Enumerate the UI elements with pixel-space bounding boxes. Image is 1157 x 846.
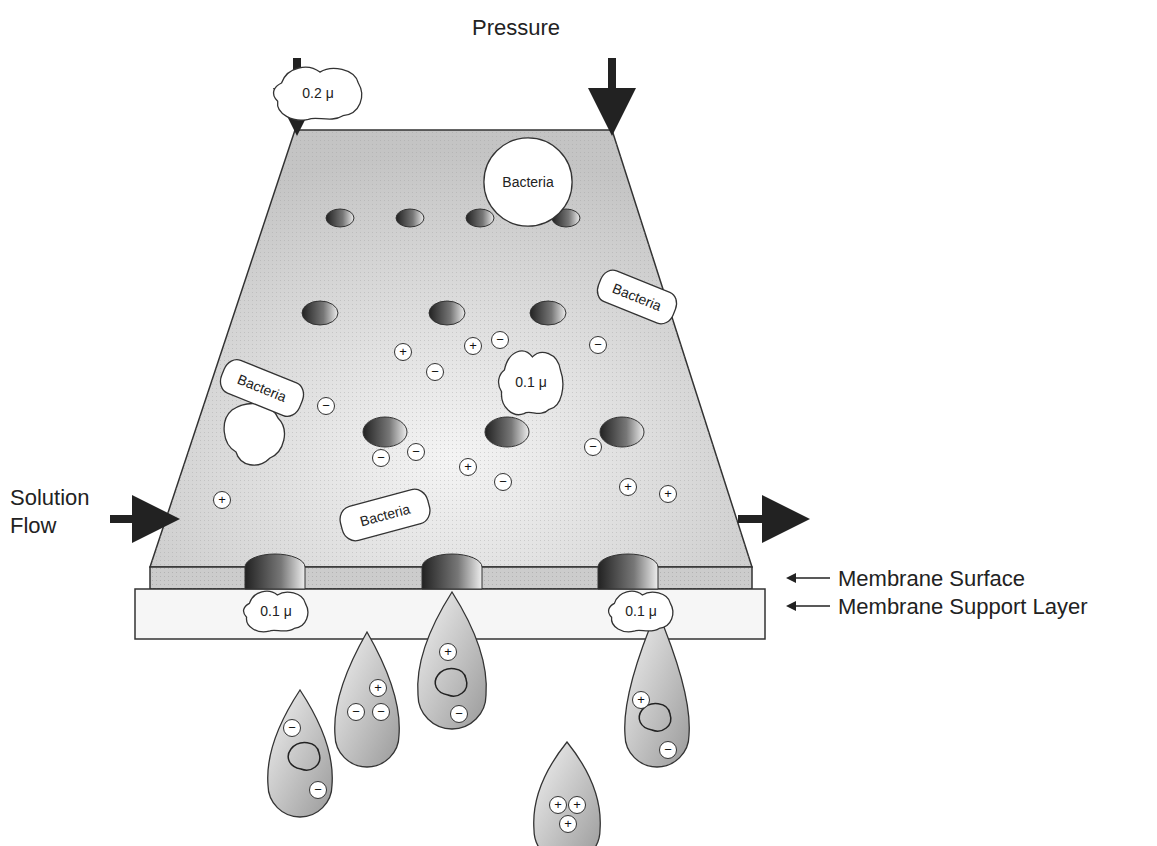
bacteria-shape: Bacteria xyxy=(215,355,308,421)
pill-outline xyxy=(594,267,681,328)
caption-label: Pressure xyxy=(472,14,560,42)
ion-charge: + xyxy=(619,478,637,496)
ion-charge: − xyxy=(589,336,607,354)
water-drop xyxy=(268,690,333,817)
ion-charge: − xyxy=(372,703,390,721)
ion-charge: − xyxy=(407,443,425,461)
blob-outline xyxy=(609,591,673,632)
water-drop xyxy=(418,592,487,729)
water-drop xyxy=(534,742,601,846)
blob-outline xyxy=(499,351,563,415)
ion-charge: + xyxy=(213,491,231,509)
ion-charge: − xyxy=(491,331,509,349)
water-drop xyxy=(335,632,400,767)
pill-outline xyxy=(337,486,433,543)
particle-shape: 0.1 μ xyxy=(241,588,311,634)
ion-charge: + xyxy=(464,337,482,355)
particle-label: 0.2 μ xyxy=(302,85,333,101)
ion-charge: − xyxy=(283,719,301,737)
ion-charge: + xyxy=(459,458,477,476)
ion-charge: − xyxy=(659,741,677,759)
particle-shape: 0.2 μ xyxy=(270,63,366,123)
ion-charge: − xyxy=(317,397,335,415)
membrane-top xyxy=(150,130,752,567)
ion-charge: − xyxy=(347,703,365,721)
ion-charge: − xyxy=(584,438,602,456)
bacteria-shape: Bacteria xyxy=(336,486,434,545)
caption-label: Solution Flow xyxy=(10,484,120,539)
particle-label: 0.1 μ xyxy=(515,374,546,390)
particle-label: 0.1 μ xyxy=(260,603,291,619)
caption-label: Membrane Support Layer xyxy=(838,593,1087,621)
membrane-texture xyxy=(150,130,752,567)
ion-charge: + xyxy=(568,796,586,814)
leader-arrow xyxy=(788,605,830,607)
ion-charge: − xyxy=(372,449,390,467)
pill-outline xyxy=(216,356,307,420)
ion-charge: + xyxy=(632,691,650,709)
caption-label: Membrane Surface xyxy=(838,565,1025,593)
circle-outline xyxy=(484,138,572,226)
blob-outline xyxy=(273,67,361,120)
particle xyxy=(435,669,467,696)
ion-charge: + xyxy=(659,485,677,503)
flow-arrow xyxy=(110,515,156,523)
ion-charge: + xyxy=(549,796,567,814)
pores xyxy=(245,209,658,589)
ion-charge: + xyxy=(369,679,387,697)
particle-label: Bacteria xyxy=(502,174,553,190)
particle-shape: 0.1 μ xyxy=(606,588,676,634)
particle-shape: 0.1 μ xyxy=(496,346,566,418)
bacteria-shape: Bacteria xyxy=(593,266,682,328)
leader-arrow xyxy=(788,577,830,579)
blob-outline xyxy=(244,591,308,632)
ion-charge: − xyxy=(426,363,444,381)
ion-charge: + xyxy=(559,815,577,833)
ion-charge: − xyxy=(309,781,327,799)
pressure-arrow xyxy=(608,58,616,112)
ion-charge: + xyxy=(394,343,412,361)
water-drop xyxy=(625,610,690,767)
particle-label: 0.1 μ xyxy=(625,603,656,619)
bacteria-shape: Bacteria xyxy=(483,137,573,227)
ion-charge: − xyxy=(450,705,468,723)
ion-charge: + xyxy=(439,643,457,661)
permeate-drops xyxy=(268,592,690,846)
ion-charge: − xyxy=(494,473,512,491)
flow-arrow xyxy=(738,515,786,523)
particle xyxy=(288,743,320,770)
